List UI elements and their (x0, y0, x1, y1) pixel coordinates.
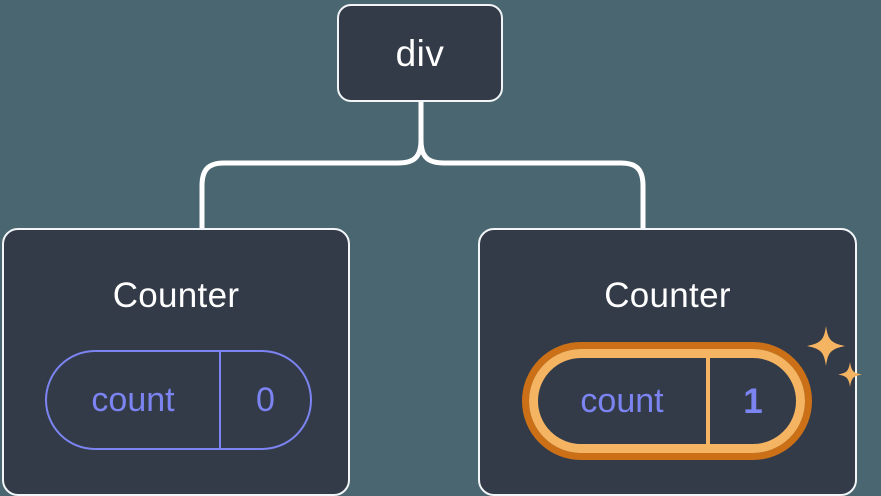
state-value-label: 0 (256, 381, 275, 419)
sparkle-small-icon (838, 362, 862, 387)
state-key-label: count (580, 382, 664, 420)
connector-branch-right (418, 139, 646, 228)
card-title: Counter (604, 276, 731, 315)
state-key-label: count (91, 381, 175, 419)
state-value-cell: 0 (221, 352, 310, 448)
state-pill-inner-ring: count 1 (529, 349, 805, 453)
card-title: Counter (112, 276, 240, 315)
state-pill-highlighted[interactable]: count 1 (522, 342, 812, 460)
sparkle-large-icon (807, 326, 845, 366)
state-key-cell: count (538, 358, 710, 444)
sparkles-group (807, 326, 862, 387)
state-value-label: 1 (743, 381, 763, 421)
card-counter-left[interactable]: Counter count 0 (2, 228, 350, 496)
root-label: div (395, 32, 445, 74)
node-root-div[interactable]: div (337, 4, 503, 102)
state-key-cell: count (47, 352, 221, 448)
connector-branch-left (199, 139, 424, 228)
state-pill[interactable]: count 0 (45, 350, 312, 450)
card-counter-right[interactable]: Counter count 1 (478, 228, 862, 496)
state-value-cell: 1 (710, 358, 796, 444)
